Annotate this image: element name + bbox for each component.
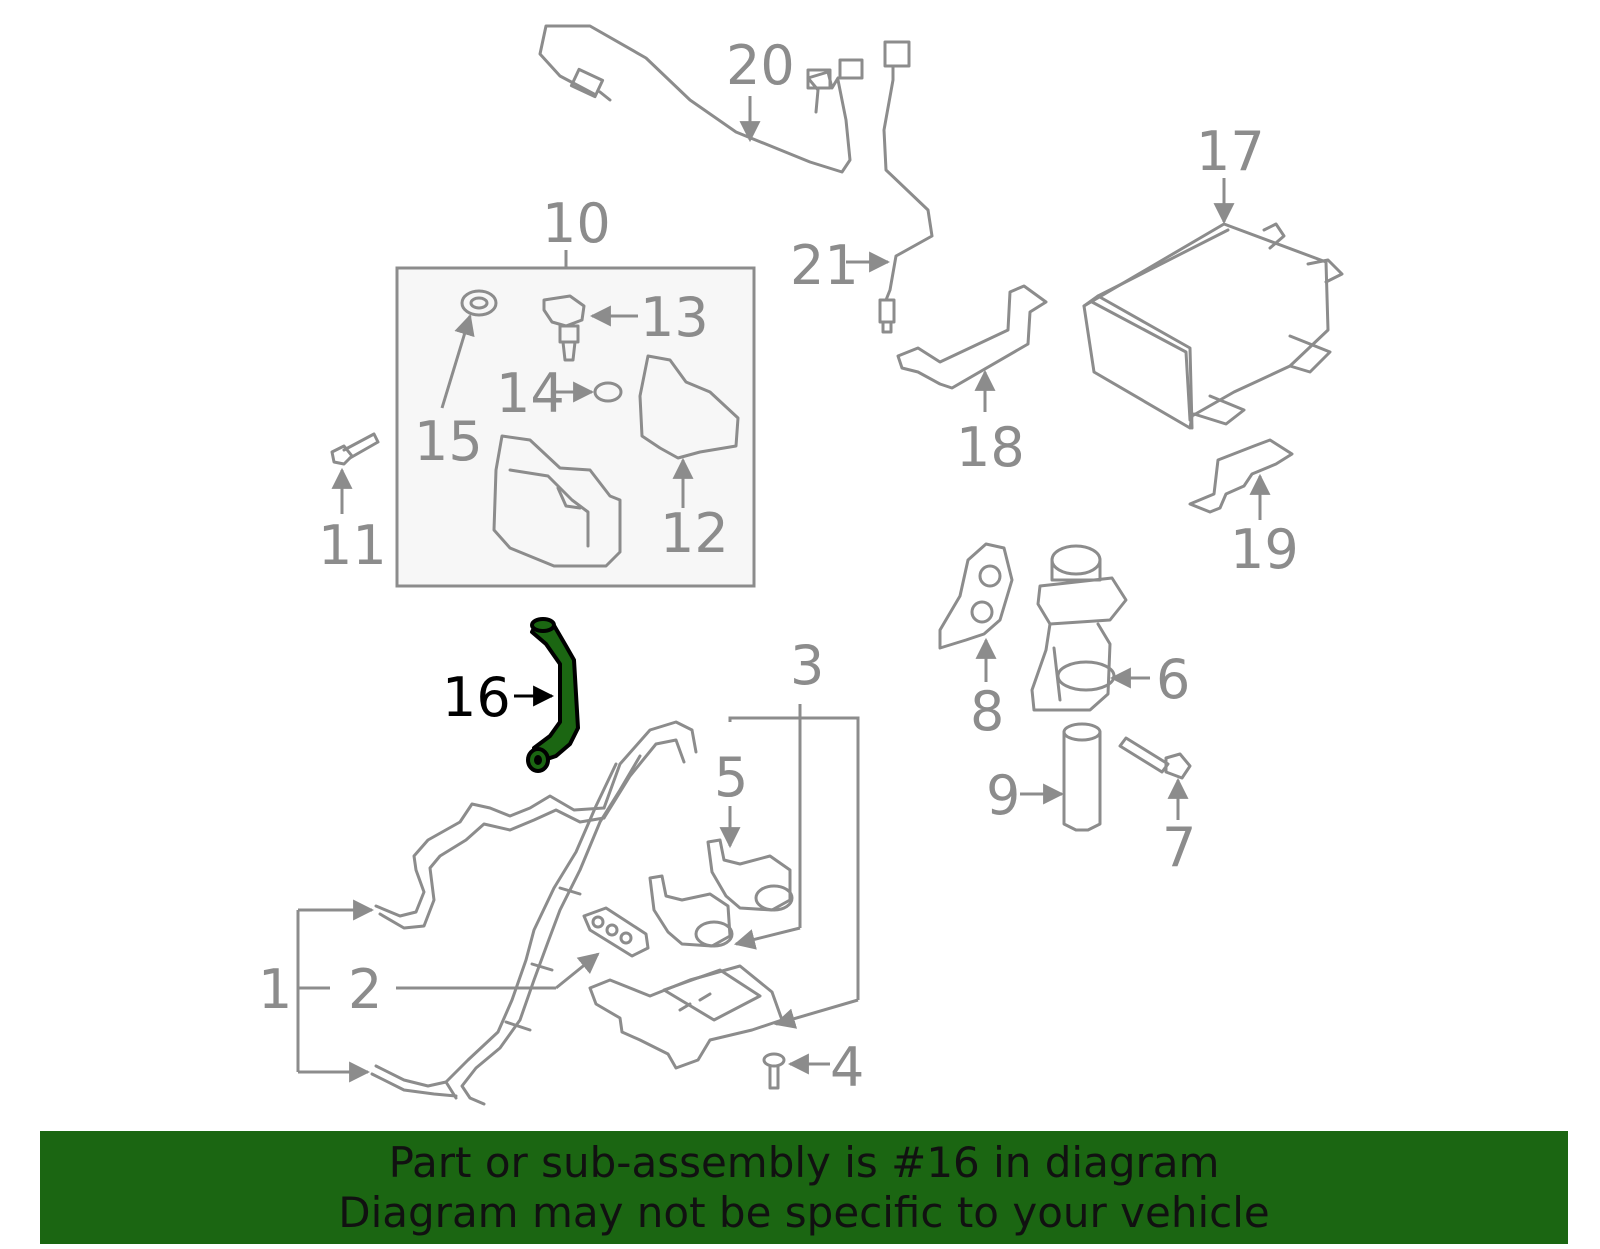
part-16-hose	[514, 617, 580, 773]
part-15-gasket	[440, 289, 498, 409]
callout-19: 19	[1230, 518, 1299, 581]
part-10-housing	[492, 434, 622, 568]
part-13-sensor	[542, 294, 638, 362]
callout-3: 3	[790, 634, 824, 697]
banner-line-1: Part or sub-assembly is #16 in diagram	[388, 1137, 1220, 1187]
callout-13: 13	[640, 286, 709, 349]
callout-4: 4	[830, 1036, 864, 1099]
callout-12: 12	[660, 502, 729, 565]
part-7-bolt	[1118, 736, 1192, 820]
callout-5: 5	[714, 746, 748, 809]
callout-11: 11	[318, 514, 387, 577]
part-12-gasket	[638, 354, 740, 508]
callout-17: 17	[1196, 120, 1265, 183]
callout-16: 16	[442, 666, 511, 729]
part-18-bracket	[896, 284, 1048, 412]
callout-7: 7	[1162, 816, 1196, 879]
part-2-clip	[396, 906, 650, 990]
part-1-hoses	[296, 720, 698, 1106]
callout-8: 8	[970, 680, 1004, 743]
part-20-harness	[538, 24, 864, 174]
info-banner: Part or sub-assembly is #16 in diagram D…	[40, 1131, 1568, 1244]
callout-6: 6	[1156, 648, 1190, 711]
part-3-bracket-lines	[728, 704, 860, 1029]
banner-line-2: Diagram may not be specific to your vehi…	[338, 1187, 1270, 1237]
part-8-gasket	[938, 542, 1014, 682]
part-5-solenoid	[648, 806, 794, 948]
callout-2: 2	[348, 958, 382, 1021]
part-14-oring	[555, 381, 623, 403]
part-17-canister	[1082, 178, 1344, 430]
part-19-bracket	[1188, 438, 1294, 520]
part-3-module	[588, 964, 784, 1070]
callout-14: 14	[496, 362, 565, 425]
callout-21: 21	[790, 234, 859, 297]
part-9-tube	[1020, 722, 1102, 832]
part-6-egr-valve	[1030, 544, 1150, 712]
callout-1: 1	[258, 958, 292, 1021]
callout-9: 9	[986, 764, 1020, 827]
callout-20: 20	[726, 34, 795, 97]
callout-10: 10	[542, 192, 611, 255]
part-21-sensor	[846, 40, 934, 334]
part-4-screw	[762, 1052, 830, 1090]
part-11-bolt	[330, 432, 380, 514]
callout-18: 18	[956, 416, 1025, 479]
callout-15: 15	[414, 410, 483, 473]
